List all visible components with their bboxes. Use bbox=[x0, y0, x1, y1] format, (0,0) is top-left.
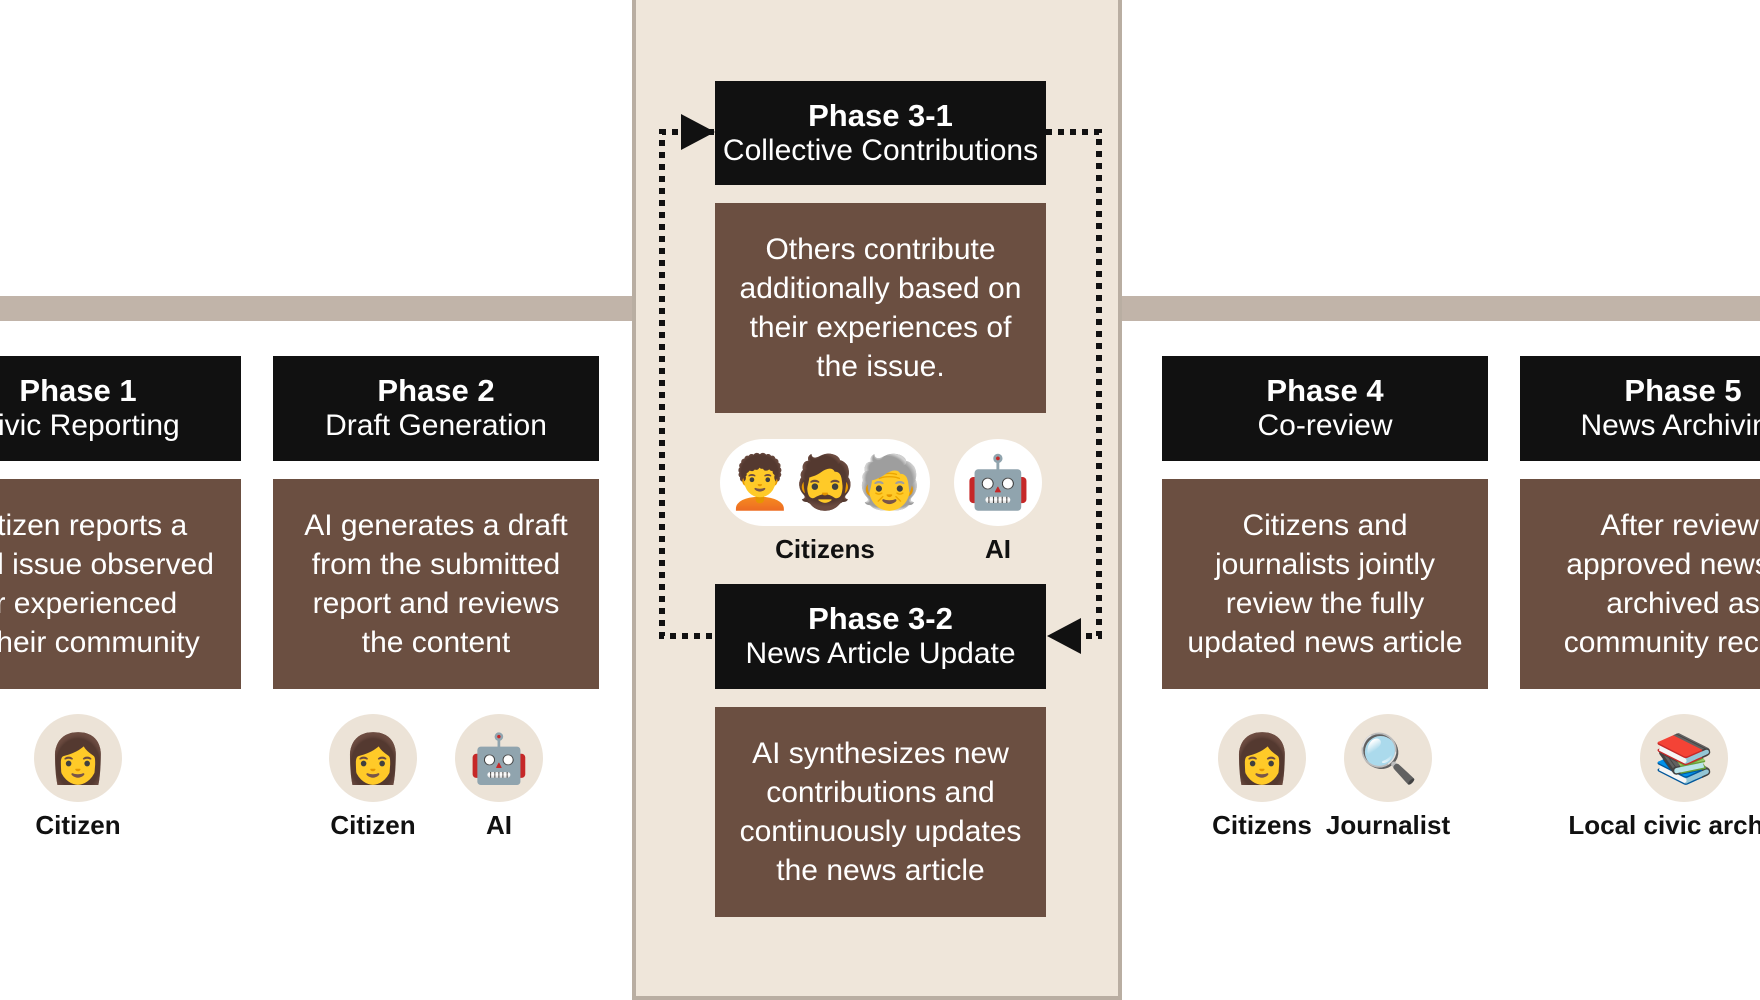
loop-right-dotted-line bbox=[1046, 129, 1102, 639]
robot-icon: 🤖 bbox=[455, 714, 543, 802]
desc-line: their experiences of bbox=[749, 311, 1012, 344]
desc-line: continuously updates bbox=[739, 815, 1022, 848]
phase-title: Phase 2 bbox=[377, 373, 495, 409]
phase-3-2-header: Phase 3-2 News Article Update bbox=[715, 584, 1046, 689]
phase-4-header: Phase 4 Co-review bbox=[1162, 356, 1488, 461]
desc-line: the news article bbox=[776, 854, 985, 887]
woman-icon: 👩 bbox=[329, 714, 417, 802]
desc-line: additionally based on bbox=[739, 272, 1022, 305]
woman-icon: 👩 bbox=[1218, 714, 1306, 802]
books-icon: 📚 bbox=[1640, 714, 1728, 802]
phase-subtitle: Co-review bbox=[1257, 409, 1393, 443]
actor-label: AI bbox=[985, 534, 1011, 564]
robot-icon-glyph: 🤖 bbox=[469, 732, 529, 786]
phase-3-2-description: AI synthesizes new contributions and con… bbox=[715, 707, 1046, 917]
robot-icon-glyph: 🤖 bbox=[965, 454, 1031, 512]
desc-line: report and reviews bbox=[312, 587, 560, 620]
actor-label: Citizen bbox=[330, 810, 416, 840]
robot-icon: 🤖 bbox=[954, 439, 1042, 526]
desc-line: journalists jointly bbox=[1214, 548, 1436, 581]
woman-icon-glyph: 👩 bbox=[343, 732, 403, 786]
desc-line: archived as bbox=[1606, 587, 1760, 620]
phase-title: Phase 5 bbox=[1624, 373, 1742, 409]
phase-subtitle: News Article Update bbox=[745, 637, 1016, 671]
phase-1-description: Citizen reports a local issue observed o… bbox=[0, 479, 241, 689]
woman-icon: 👩 bbox=[34, 714, 122, 802]
desc-line: in their community bbox=[0, 626, 200, 659]
phase-title: Phase 3-2 bbox=[808, 601, 953, 637]
desc-line: approved news is bbox=[1566, 548, 1760, 581]
actor-label: Citizen bbox=[35, 810, 121, 840]
citizens-icon: 🧑‍🦱🧔🧓 bbox=[727, 454, 923, 512]
desc-line: the issue. bbox=[816, 350, 945, 383]
desc-line: from the submitted bbox=[311, 548, 561, 581]
phase-title: Phase 1 bbox=[19, 373, 137, 409]
books-icon-glyph: 📚 bbox=[1654, 732, 1714, 786]
desc-line: the content bbox=[361, 626, 511, 659]
arrow-right-icon bbox=[681, 114, 715, 150]
phase-4-description: Citizens and journalists jointly review … bbox=[1162, 479, 1488, 689]
desc-line: After review, bbox=[1600, 509, 1760, 542]
desc-line: Citizens and bbox=[1242, 509, 1408, 542]
desc-line: local issue observed bbox=[0, 548, 214, 581]
magnifier-icon-glyph: 🔍 bbox=[1358, 732, 1418, 786]
desc-line: AI generates a draft bbox=[304, 509, 568, 542]
desc-line: updated news article bbox=[1187, 626, 1463, 659]
loop-left-dotted-line bbox=[659, 129, 715, 639]
arrow-left-icon bbox=[1047, 618, 1081, 654]
desc-line: review the fully bbox=[1225, 587, 1425, 620]
desc-line: Others contribute bbox=[765, 233, 996, 266]
phase-3-1-header: Phase 3-1 Collective Contributions bbox=[715, 81, 1046, 185]
actor-label: Citizens bbox=[1212, 810, 1312, 840]
desc-line: AI synthesizes new bbox=[752, 737, 1009, 770]
phase-1-header: Phase 1 Civic Reporting bbox=[0, 356, 241, 461]
actor-label: Citizens bbox=[775, 534, 875, 564]
desc-line: contributions and bbox=[766, 776, 995, 809]
desc-line: community record bbox=[1563, 626, 1760, 659]
desc-line: Citizen reports a bbox=[0, 509, 188, 542]
phase-2-description: AI generates a draft from the submitted … bbox=[273, 479, 599, 689]
phase-5-description: After review, approved news is archived … bbox=[1520, 479, 1760, 689]
phase-5-header: Phase 5 News Archiving bbox=[1520, 356, 1760, 461]
phase-subtitle: Collective Contributions bbox=[722, 133, 1039, 167]
actor-label: AI bbox=[486, 810, 512, 840]
phase-title: Phase 4 bbox=[1266, 373, 1384, 409]
magnifier-icon: 🔍 bbox=[1344, 714, 1432, 802]
actor-label: Journalist bbox=[1325, 810, 1451, 840]
phase-3-1-description: Others contribute additionally based on … bbox=[715, 203, 1046, 413]
actor-label: Local civic archive bbox=[1568, 810, 1760, 840]
citizens-icon-group: 🧑‍🦱🧔🧓 bbox=[720, 439, 930, 526]
desc-line: or experienced bbox=[0, 587, 178, 620]
woman-icon-glyph: 👩 bbox=[48, 732, 108, 786]
woman-icon-glyph: 👩 bbox=[1232, 732, 1292, 786]
phase-2-header: Phase 2 Draft Generation bbox=[273, 356, 599, 461]
phase-subtitle: Civic Reporting bbox=[0, 409, 180, 443]
phase-subtitle: News Archiving bbox=[1580, 409, 1760, 443]
phase-subtitle: Draft Generation bbox=[325, 409, 547, 443]
phase-title: Phase 3-1 bbox=[808, 97, 953, 133]
